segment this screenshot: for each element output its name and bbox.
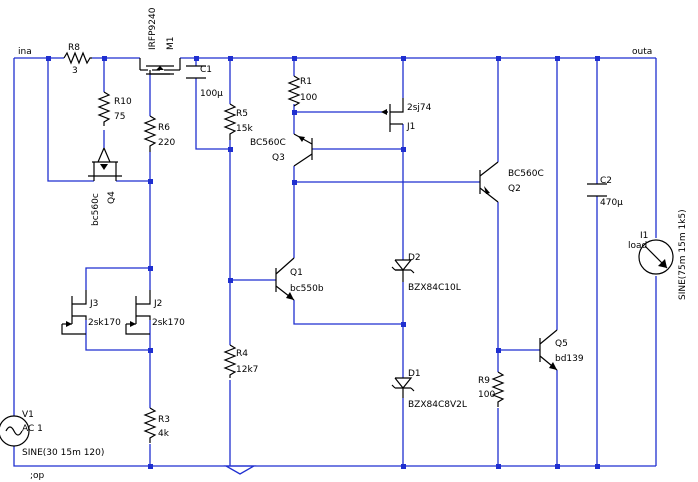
i1-name: I1: [640, 231, 648, 241]
mosfet-m1[interactable]: IRFP9240 M1: [139, 7, 181, 75]
d1-value: BZX84C8V2L: [408, 400, 467, 410]
c2-name: C2: [600, 176, 612, 186]
jfet-j3[interactable]: J3 2sk170: [61, 290, 121, 335]
c1-name: C1: [200, 65, 212, 75]
jfet-j1[interactable]: 2sj74 J1: [381, 98, 432, 132]
transistor-q1[interactable]: Q1 bc550b: [275, 257, 324, 301]
current-source-i1[interactable]: I1 load SINE(75m 15m 1k5): [628, 209, 688, 300]
jfet-j2[interactable]: J2 2sk170: [125, 290, 185, 335]
d1-name: D1: [408, 369, 421, 379]
resistor-r9[interactable]: R9 100: [478, 371, 505, 407]
r9-name: R9: [478, 376, 490, 386]
j3-name: J3: [89, 299, 98, 309]
zener-d1[interactable]: D1 BZX84C8V2L: [391, 369, 467, 410]
transistor-q3[interactable]: BC560C Q3: [250, 133, 313, 167]
d2-name: D2: [408, 253, 421, 263]
resistor-r8[interactable]: R8 3: [63, 43, 92, 76]
zener-d2[interactable]: D2 BZX84C10L: [391, 253, 461, 293]
junctions: [46, 56, 600, 469]
m1-value: IRFP9240: [148, 7, 158, 50]
q3-name: Q3: [272, 153, 285, 163]
resistor-r6[interactable]: R6 220: [143, 115, 175, 152]
transistor-q4[interactable]: bc560c Q4: [88, 147, 122, 226]
q3-value: BC560C: [250, 138, 286, 148]
v1-name: V1: [22, 410, 34, 420]
r8-name: R8: [68, 43, 80, 53]
r6-name: R6: [158, 123, 170, 133]
r6-value: 220: [158, 138, 175, 148]
c2-value: 470µ: [600, 198, 623, 208]
r1-name: R1: [300, 77, 312, 87]
q2-value: BC560C: [508, 169, 544, 179]
capacitor-c1[interactable]: C1 100µ: [186, 65, 223, 99]
r8-value: 3: [72, 66, 78, 76]
resistor-r3[interactable]: R3 4k: [143, 407, 170, 443]
q4-value: bc560c: [91, 193, 101, 226]
net-label-outa: outa: [632, 47, 652, 57]
resistor-r4[interactable]: R4 12k7: [223, 344, 258, 378]
r5-value: 15k: [236, 124, 253, 134]
r3-name: R3: [158, 415, 170, 425]
v1-source: SINE(30 15m 120): [22, 448, 104, 458]
v1-value: AC 1: [22, 424, 43, 434]
i1-source: SINE(75m 15m 1k5): [678, 209, 688, 300]
resistor-r1[interactable]: R1 100: [287, 75, 317, 107]
net-label-ina: ina: [18, 47, 32, 57]
r5-name: R5: [236, 109, 248, 119]
r4-value: 12k7: [236, 365, 258, 375]
c1-value: 100µ: [200, 89, 223, 99]
q4-name: Q4: [107, 191, 117, 204]
transistor-q5[interactable]: Q5 bd139: [539, 329, 584, 371]
q1-name: Q1: [290, 268, 303, 278]
m1-name: M1: [166, 37, 176, 51]
resistor-r10[interactable]: R10 75: [97, 91, 132, 126]
r10-name: R10: [114, 97, 132, 107]
r1-value: 100: [300, 93, 317, 103]
r3-value: 4k: [158, 429, 170, 439]
r10-value: 75: [114, 112, 125, 122]
j2-value: 2sk170: [152, 318, 185, 328]
j3-value: 2sk170: [88, 318, 121, 328]
wires: [13, 57, 657, 467]
d2-value: BZX84C10L: [408, 283, 461, 293]
op-directive: ;op: [30, 471, 45, 481]
j1-value: 2sj74: [407, 103, 432, 113]
q1-value: bc550b: [290, 284, 324, 294]
r4-name: R4: [236, 349, 248, 359]
j2-name: J2: [153, 299, 162, 309]
q2-name: Q2: [508, 184, 521, 194]
ground-symbol: [223, 465, 257, 475]
transistor-q2[interactable]: BC560C Q2: [479, 161, 544, 203]
q5-value: bd139: [555, 354, 584, 364]
i1-value: load: [628, 241, 647, 251]
j1-name: J1: [406, 122, 415, 132]
capacitor-c2[interactable]: C2 470µ: [587, 176, 623, 208]
q5-name: Q5: [555, 339, 568, 349]
r9-value: 100: [478, 390, 495, 400]
voltage-source-v1[interactable]: V1 AC 1 SINE(30 15m 120): [0, 410, 104, 458]
resistor-r5[interactable]: R5 15k: [223, 103, 253, 140]
